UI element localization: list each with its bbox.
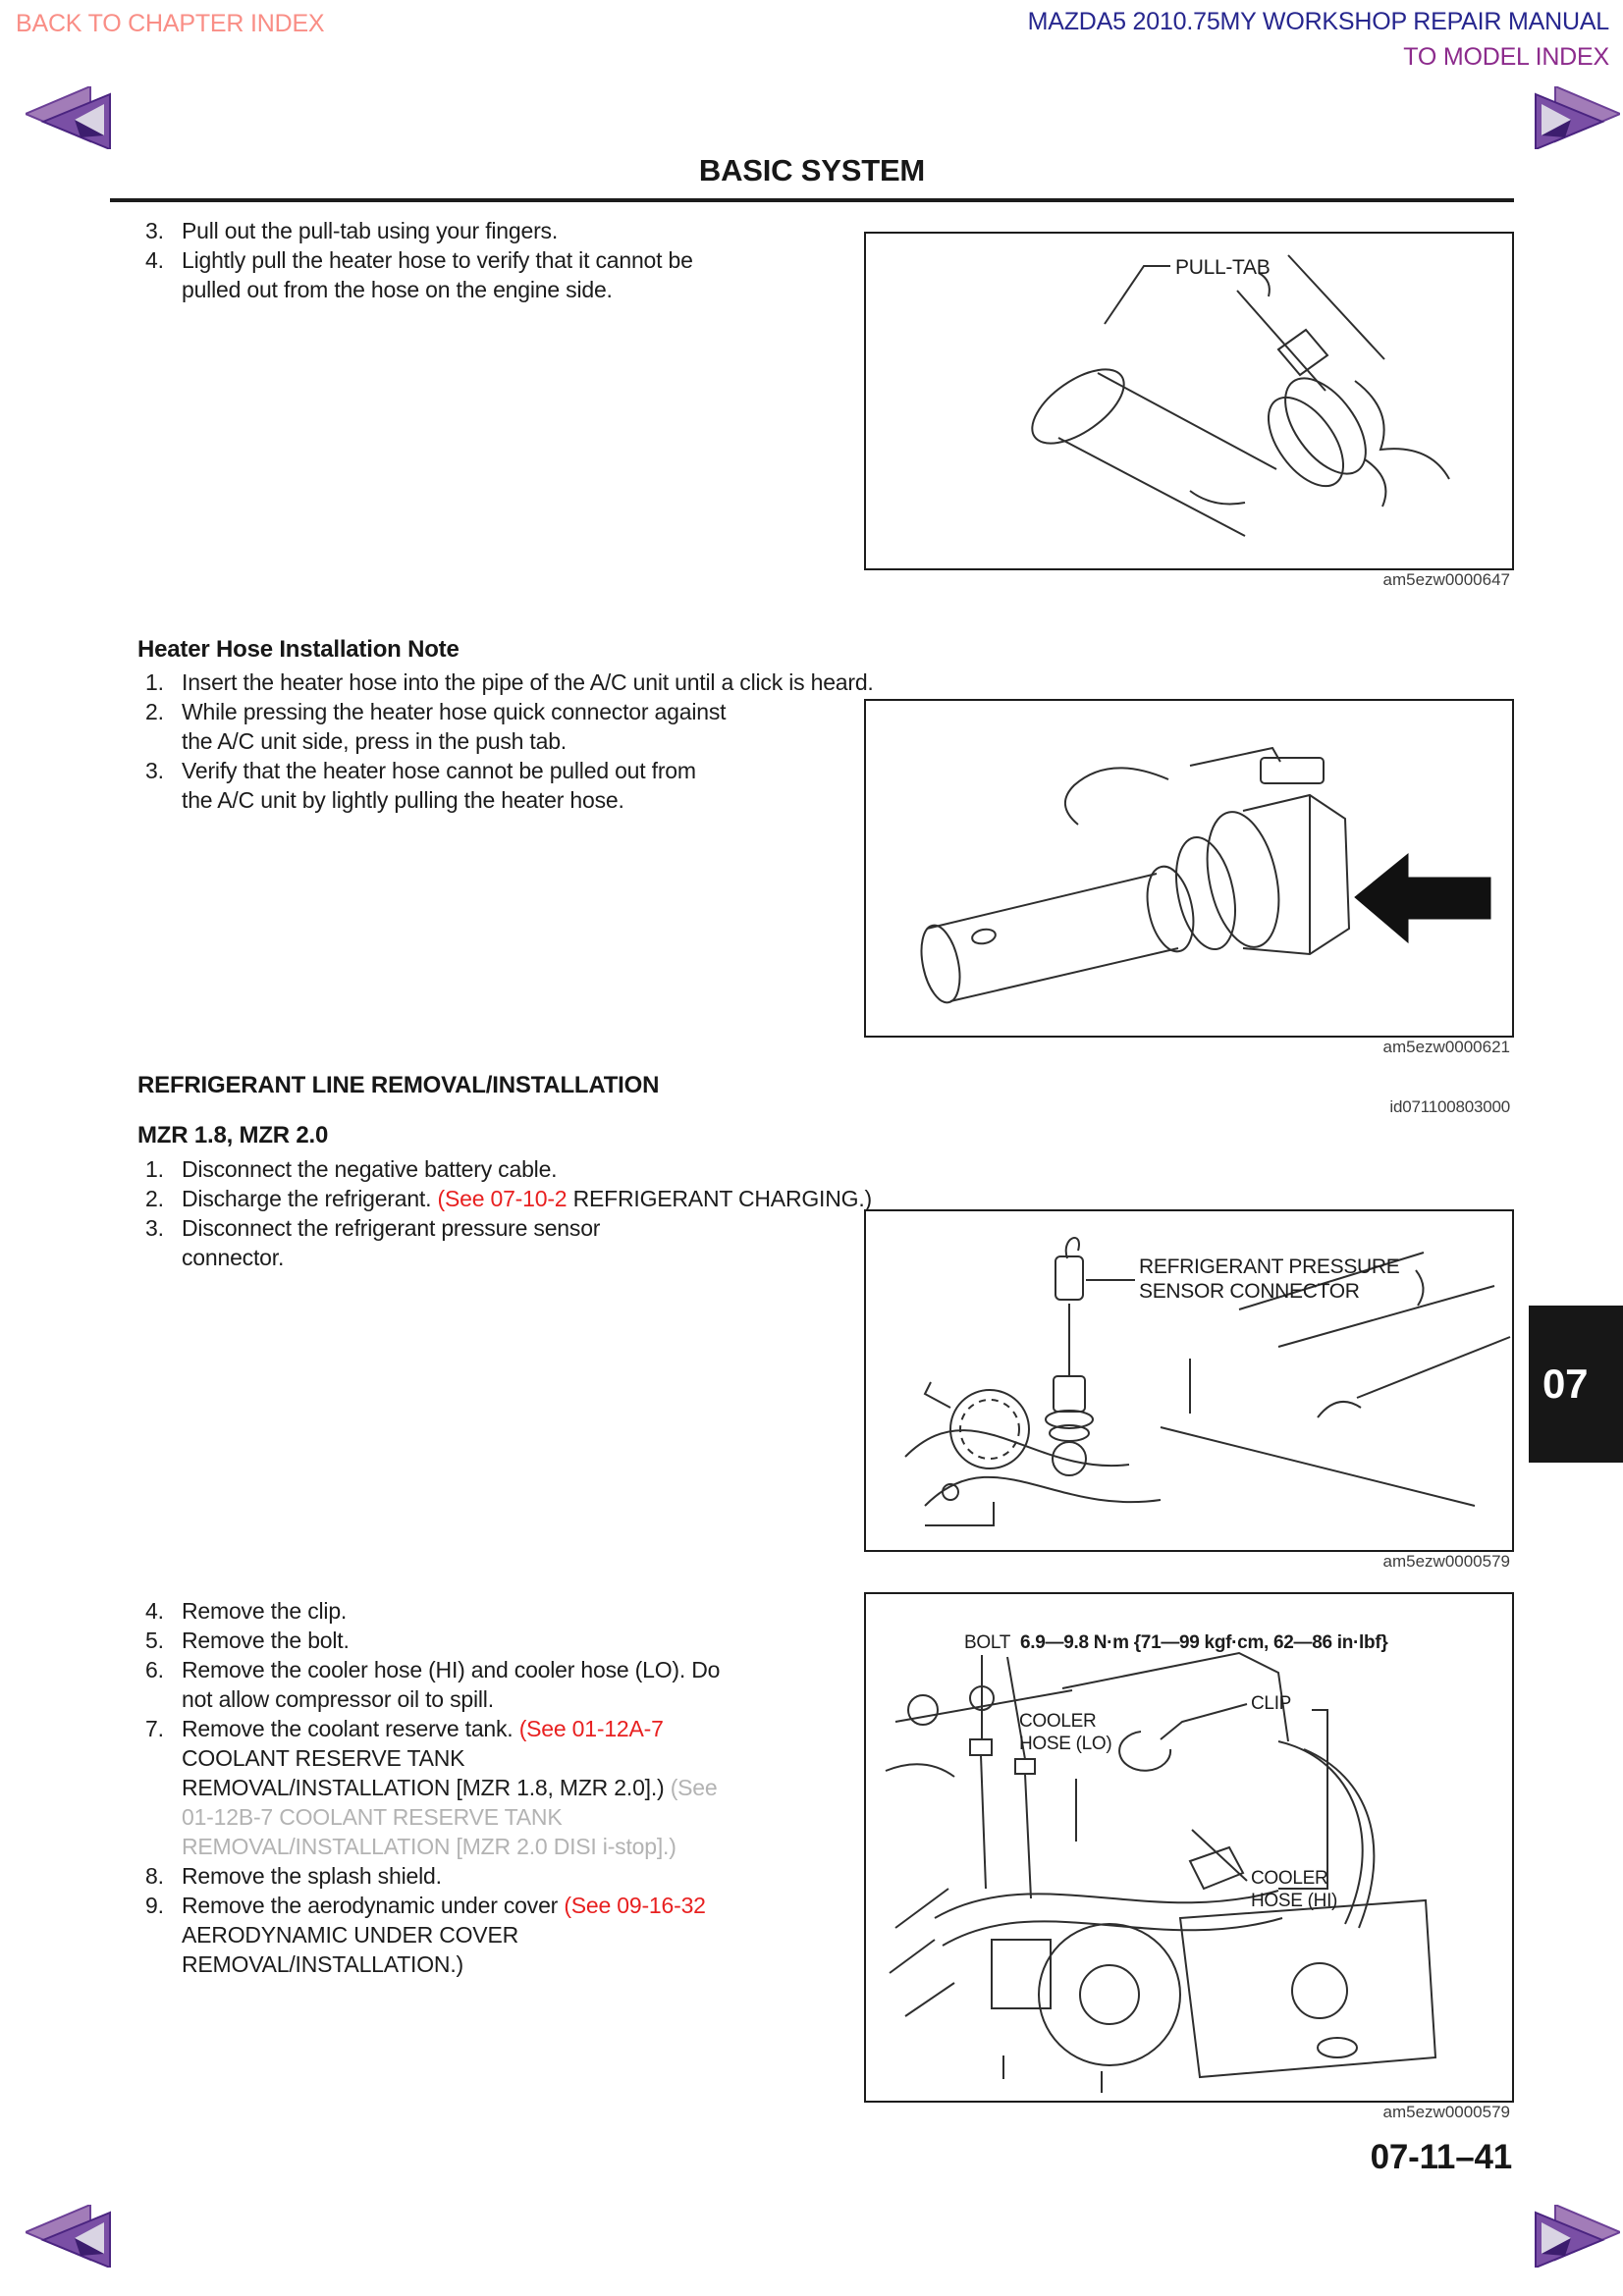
- step-text: Discharge the refrigerant. (See 07-10-2 …: [182, 1184, 872, 1213]
- step-text-segment: COOLANT RESERVE TANK REMOVAL/INSTALLATIO…: [182, 1745, 671, 1800]
- refrigerant-section-heading: REFRIGERANT LINE REMOVAL/INSTALLATION: [137, 1072, 660, 1098]
- step-number: 5.: [145, 1628, 164, 1653]
- step-item: 3. Verify that the heater hose cannot be…: [145, 756, 874, 815]
- step-item: 8. Remove the splash shield.: [145, 1861, 731, 1891]
- reference-link[interactable]: (See 09-16-32: [564, 1893, 706, 1918]
- step-text: Remove the splash shield.: [182, 1863, 442, 1889]
- bolt-callout-label: BOLT: [964, 1632, 1011, 1653]
- title-rule: [110, 198, 1514, 202]
- step-number: 4.: [145, 1598, 164, 1624]
- clip-callout-label: CLIP: [1251, 1693, 1292, 1714]
- figure-pull-tab: PULL-TAB: [864, 232, 1514, 570]
- step-item: 2. While pressing the heater hose quick …: [145, 697, 874, 756]
- manual-title: MAZDA5 2010.75MY WORKSHOP REPAIR MANUAL: [1027, 8, 1610, 35]
- step-number: 2.: [145, 1186, 164, 1211]
- step-text-segment: Remove the aerodynamic under cover: [182, 1893, 565, 1918]
- step-text: Pull out the pull-tab using your fingers…: [182, 218, 559, 243]
- nav-next-page-arrow-icon[interactable]: [1532, 2205, 1620, 2268]
- figure4-line-art: [885, 1651, 1437, 2093]
- step-text-segment: AERODYNAMIC UNDER COVER REMOVAL/INSTALLA…: [182, 1922, 518, 1977]
- reference-link[interactable]: (See 01-12A-7: [518, 1716, 664, 1741]
- to-model-index-link[interactable]: TO MODEL INDEX: [1403, 43, 1609, 71]
- pull-tab-callout-label: PULL-TAB: [1175, 256, 1271, 279]
- figure3-line-art: [904, 1237, 1511, 1526]
- step-item: 4. Remove the clip.: [145, 1596, 731, 1626]
- step-text: Verify that the heater hose cannot be pu…: [182, 758, 696, 813]
- step-item: 7. Remove the coolant reserve tank. (See…: [145, 1714, 731, 1861]
- page-title: BASIC SYSTEM: [698, 153, 926, 187]
- step-text: Remove the aerodynamic under cover (See …: [182, 1891, 731, 1979]
- bolt-torque-callout: BOLT 6.9—9.8 N·m {71—99 kgf·cm, 62—86 in…: [964, 1631, 1388, 1654]
- step-item: 3. Pull out the pull-tab using your fing…: [145, 216, 753, 245]
- reference-link[interactable]: (See 07-10-2: [437, 1186, 568, 1211]
- nav-previous-page-arrow-icon[interactable]: [26, 86, 114, 149]
- figure-quick-connector: [864, 699, 1514, 1038]
- step-number: 1.: [145, 669, 164, 695]
- step-text-segment: REFRIGERANT CHARGING.): [567, 1186, 873, 1211]
- figure-pressure-sensor: REFRIGERANT PRESSURE SENSOR CONNECTOR: [864, 1209, 1514, 1552]
- figure1-line-art: [1031, 254, 1450, 537]
- step-text: While pressing the heater hose quick con…: [182, 699, 727, 754]
- step-number: 2.: [145, 699, 164, 724]
- step-number: 3.: [145, 758, 164, 783]
- step-number: 1.: [145, 1156, 164, 1182]
- chapter-tab-07: 07: [1529, 1306, 1623, 1463]
- torque-spec: 6.9—9.8 N·m {71—99 kgf·cm, 62—86 in·lbf}: [1019, 1632, 1388, 1653]
- figure1-caption: am5ezw0000647: [1382, 570, 1510, 589]
- step-text: Disconnect the negative battery cable.: [182, 1156, 558, 1182]
- back-to-chapter-index-link[interactable]: BACK TO CHAPTER INDEX: [16, 10, 325, 37]
- figure3-caption: am5ezw0000579: [1382, 1552, 1510, 1571]
- engine-variant-subheading: MZR 1.8, MZR 2.0: [137, 1122, 329, 1148]
- heater-hose-note-heading: Heater Hose Installation Note: [137, 636, 460, 663]
- step-item: 9. Remove the aerodynamic under cover (S…: [145, 1891, 731, 1979]
- figure4-caption: am5ezw0000579: [1382, 2103, 1510, 2121]
- step-number: 3.: [145, 218, 164, 243]
- pull-tab-steps-list: 3. Pull out the pull-tab using your fing…: [145, 216, 753, 304]
- step-text-segment: Remove the coolant reserve tank.: [182, 1716, 519, 1741]
- nav-next-page-arrow-icon[interactable]: [1532, 86, 1620, 149]
- step-text: Insert the heater hose into the pipe of …: [182, 669, 874, 695]
- step-text: Remove the bolt.: [182, 1628, 350, 1653]
- step-number: 7.: [145, 1716, 164, 1741]
- inactive-reference: (See 01-12B-7 COOLANT RESERVE TANK REMOV…: [182, 1775, 718, 1859]
- doc-id: id071100803000: [1389, 1097, 1510, 1116]
- step-item: 1. Disconnect the negative battery cable…: [145, 1154, 872, 1184]
- step-item: 5. Remove the bolt.: [145, 1626, 731, 1655]
- step-number: 4.: [145, 247, 164, 273]
- step-text: Remove the coolant reserve tank. (See 01…: [182, 1714, 731, 1861]
- step-item: 4. Lightly pull the heater hose to verif…: [145, 245, 753, 304]
- step-number: 9.: [145, 1893, 164, 1918]
- refrigerant-steps-list: 1. Disconnect the negative battery cable…: [145, 1154, 872, 1272]
- removal-steps-list: 4. Remove the clip. 5. Remove the bolt. …: [145, 1596, 731, 1979]
- step-item: 6. Remove the cooler hose (HI) and coole…: [145, 1655, 731, 1714]
- figure2-line-art: [920, 746, 1491, 1004]
- step-text: Remove the clip.: [182, 1598, 348, 1624]
- cooler-hose-lo-callout-label: COOLER HOSE (LO): [1019, 1711, 1112, 1754]
- step-number: 6.: [145, 1657, 164, 1682]
- nav-previous-page-arrow-icon[interactable]: [26, 2205, 114, 2268]
- page-number: 07-11–41: [1370, 2138, 1513, 2176]
- figure-cooler-hoses: BOLT 6.9—9.8 N·m {71—99 kgf·cm, 62—86 in…: [864, 1592, 1514, 2103]
- step-item: 3. Disconnect the refrigerant pressure s…: [145, 1213, 872, 1272]
- step-text: Lightly pull the heater hose to verify t…: [182, 247, 693, 302]
- heater-hose-steps-list: 1. Insert the heater hose into the pipe …: [145, 667, 874, 815]
- step-text: Disconnect the refrigerant pressure sens…: [182, 1215, 601, 1270]
- figure2-caption: am5ezw0000621: [1382, 1038, 1510, 1056]
- step-text: Remove the cooler hose (HI) and cooler h…: [182, 1657, 721, 1712]
- step-number: 8.: [145, 1863, 164, 1889]
- cooler-hose-hi-callout-label: COOLER HOSE (HI): [1251, 1868, 1338, 1911]
- step-text-segment: Discharge the refrigerant.: [182, 1186, 438, 1211]
- step-item: 2. Discharge the refrigerant. (See 07-10…: [145, 1184, 872, 1213]
- pressure-sensor-callout-label: REFRIGERANT PRESSURE SENSOR CONNECTOR: [1139, 1255, 1400, 1303]
- step-number: 3.: [145, 1215, 164, 1241]
- step-item: 1. Insert the heater hose into the pipe …: [145, 667, 874, 697]
